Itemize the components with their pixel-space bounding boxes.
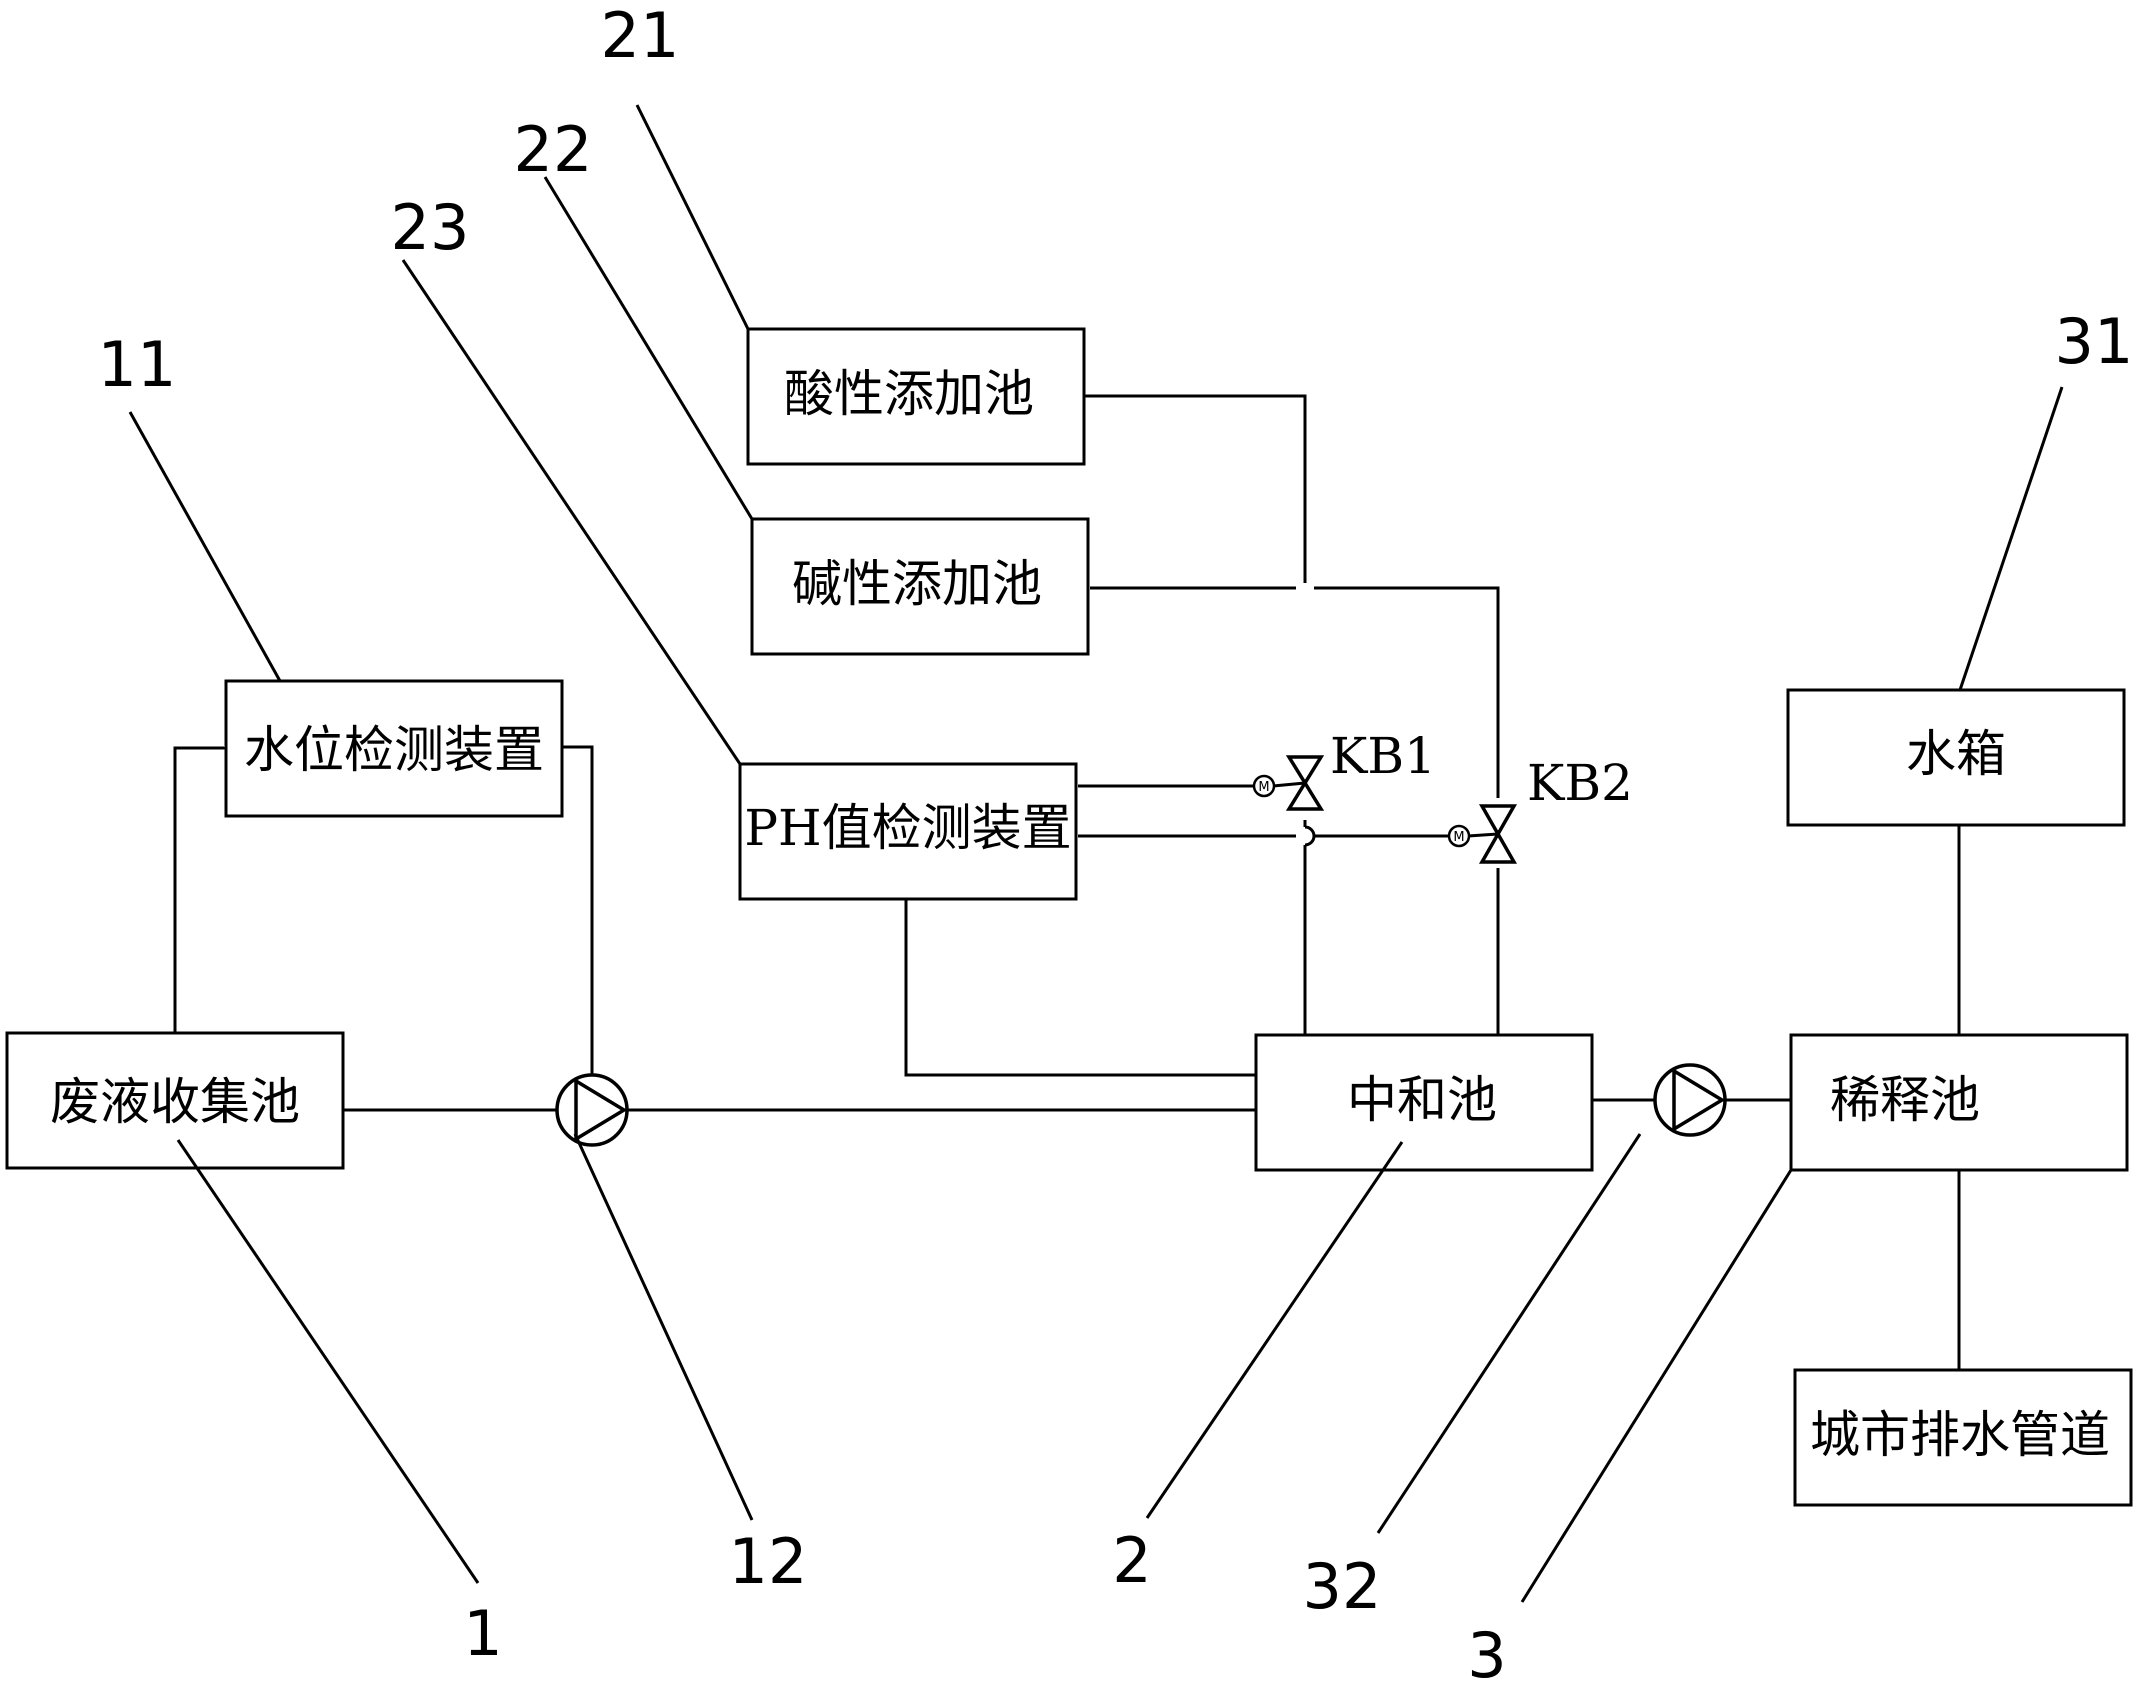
dilution-pool-box: 稀释池 bbox=[1789, 1033, 2129, 1172]
water-tank-label: 水箱 bbox=[1906, 725, 2006, 783]
motor-kb1-icon: M bbox=[1252, 774, 1276, 798]
waste-pool-box: 废液收集池 bbox=[5, 1031, 345, 1170]
ref-21: 21 bbox=[601, 0, 680, 72]
alkali-pool-pipe-2 bbox=[1314, 586, 1500, 798]
leader-1 bbox=[176, 1139, 480, 1584]
ref-32: 32 bbox=[1303, 1550, 1382, 1623]
leader-12 bbox=[573, 1133, 754, 1521]
level-detector-to-pump-line bbox=[562, 745, 594, 1075]
acid-pool-label: 酸性添加池 bbox=[784, 365, 1034, 423]
neutral-pool-box: 中和池 bbox=[1254, 1033, 1594, 1172]
dilution-pool-label: 稀释池 bbox=[1830, 1071, 1980, 1129]
city-drain-label: 城市排水管道 bbox=[1810, 1406, 2110, 1464]
valve-kb1-stem bbox=[1272, 781, 1306, 788]
city-drain-box: 城市排水管道 bbox=[1793, 1368, 2133, 1507]
ref-11: 11 bbox=[98, 328, 177, 401]
reference-numbers: 11 21 22 23 31 1 12 2 32 3 bbox=[98, 0, 2134, 1687]
level-detector-box: 水位检测装置 bbox=[224, 679, 564, 818]
level-detector-label: 水位检测装置 bbox=[244, 721, 544, 779]
leader-23 bbox=[401, 259, 742, 765]
ref-31: 31 bbox=[2055, 305, 2134, 378]
leader-lines bbox=[128, 104, 2064, 1603]
motor-kb2-icon: M bbox=[1447, 824, 1471, 848]
valve-kb2: M KB2 bbox=[1447, 754, 1633, 864]
leader-31 bbox=[1958, 386, 2064, 691]
leader-3 bbox=[1520, 1169, 1793, 1603]
valve-kb2-stem bbox=[1467, 832, 1499, 838]
ph-to-neutral-line bbox=[904, 900, 1255, 1077]
motor-kb2-symbol: M bbox=[1453, 830, 1464, 845]
water-tank-box: 水箱 bbox=[1786, 688, 2126, 827]
valve-kb2-label: KB2 bbox=[1527, 754, 1633, 812]
leader-32 bbox=[1376, 1133, 1642, 1534]
waste-pool-label: 废液收集池 bbox=[50, 1073, 300, 1131]
kb1-crossover bbox=[1304, 825, 1316, 847]
ref-2: 2 bbox=[1112, 1524, 1151, 1597]
acid-pool-box: 酸性添加池 bbox=[746, 327, 1086, 466]
leader-2 bbox=[1145, 1141, 1404, 1519]
ref-22: 22 bbox=[514, 113, 593, 186]
leader-11 bbox=[128, 411, 282, 682]
ref-3: 3 bbox=[1467, 1619, 1506, 1687]
leader-22 bbox=[543, 176, 754, 520]
ref-1: 1 bbox=[463, 1597, 502, 1670]
neutral-pool-label: 中和池 bbox=[1347, 1071, 1497, 1129]
acid-pool-pipe bbox=[1085, 394, 1307, 583]
pipes bbox=[173, 394, 1961, 1369]
ph-detector-box: PH值检测装置 bbox=[738, 762, 1078, 901]
ref-23: 23 bbox=[391, 191, 470, 264]
leader-21 bbox=[635, 104, 750, 330]
pump-12-icon bbox=[555, 1073, 629, 1147]
motor-kb1-symbol: M bbox=[1258, 780, 1269, 795]
pump-32-icon bbox=[1653, 1063, 1727, 1137]
alkali-pool-box: 碱性添加池 bbox=[750, 517, 1090, 656]
ph-detector-label: PH值检测装置 bbox=[744, 799, 1071, 857]
valve-kb1: M KB1 bbox=[1252, 727, 1436, 811]
valve-kb1-label: KB1 bbox=[1330, 727, 1436, 785]
alkali-pool-label: 碱性添加池 bbox=[792, 555, 1042, 613]
level-detector-to-waste-pool-line bbox=[173, 746, 226, 1032]
ref-12: 12 bbox=[729, 1525, 808, 1598]
